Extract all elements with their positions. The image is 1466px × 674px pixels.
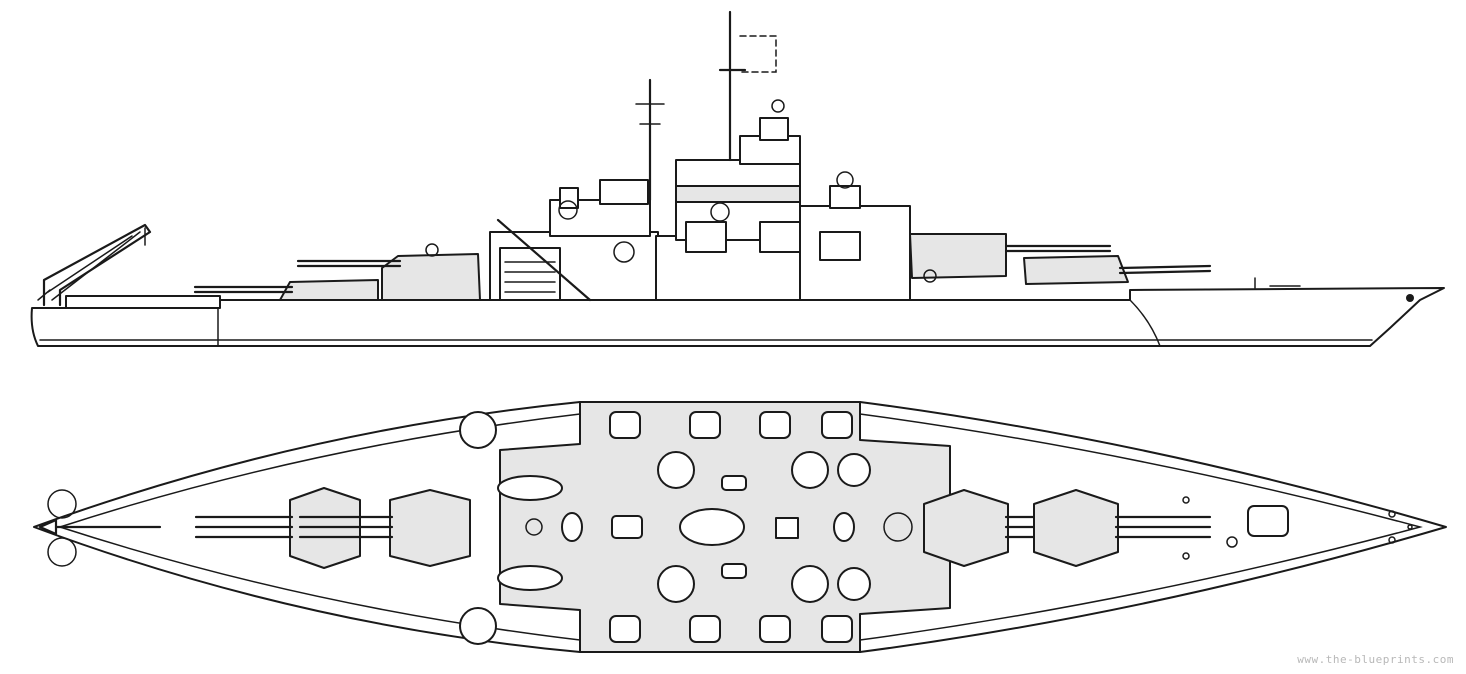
side-superstructure <box>489 10 911 302</box>
stern-crane <box>37 223 152 307</box>
side-turret-1 <box>1023 255 1212 285</box>
top-plan-view <box>33 401 1447 653</box>
top-turret-1 <box>1033 489 1212 567</box>
side-turret-2-aft <box>296 243 481 301</box>
top-secondary-mounts <box>459 411 871 645</box>
watermark-text: www.the-blueprints.com <box>1297 653 1454 666</box>
side-profile-view <box>30 10 1445 347</box>
side-turret-2-fwd <box>909 233 1112 283</box>
side-hull <box>30 287 1445 347</box>
anchor-hawse-icon <box>1406 294 1414 302</box>
side-turret-3 <box>193 279 379 301</box>
top-turret-2-aft <box>298 489 471 567</box>
